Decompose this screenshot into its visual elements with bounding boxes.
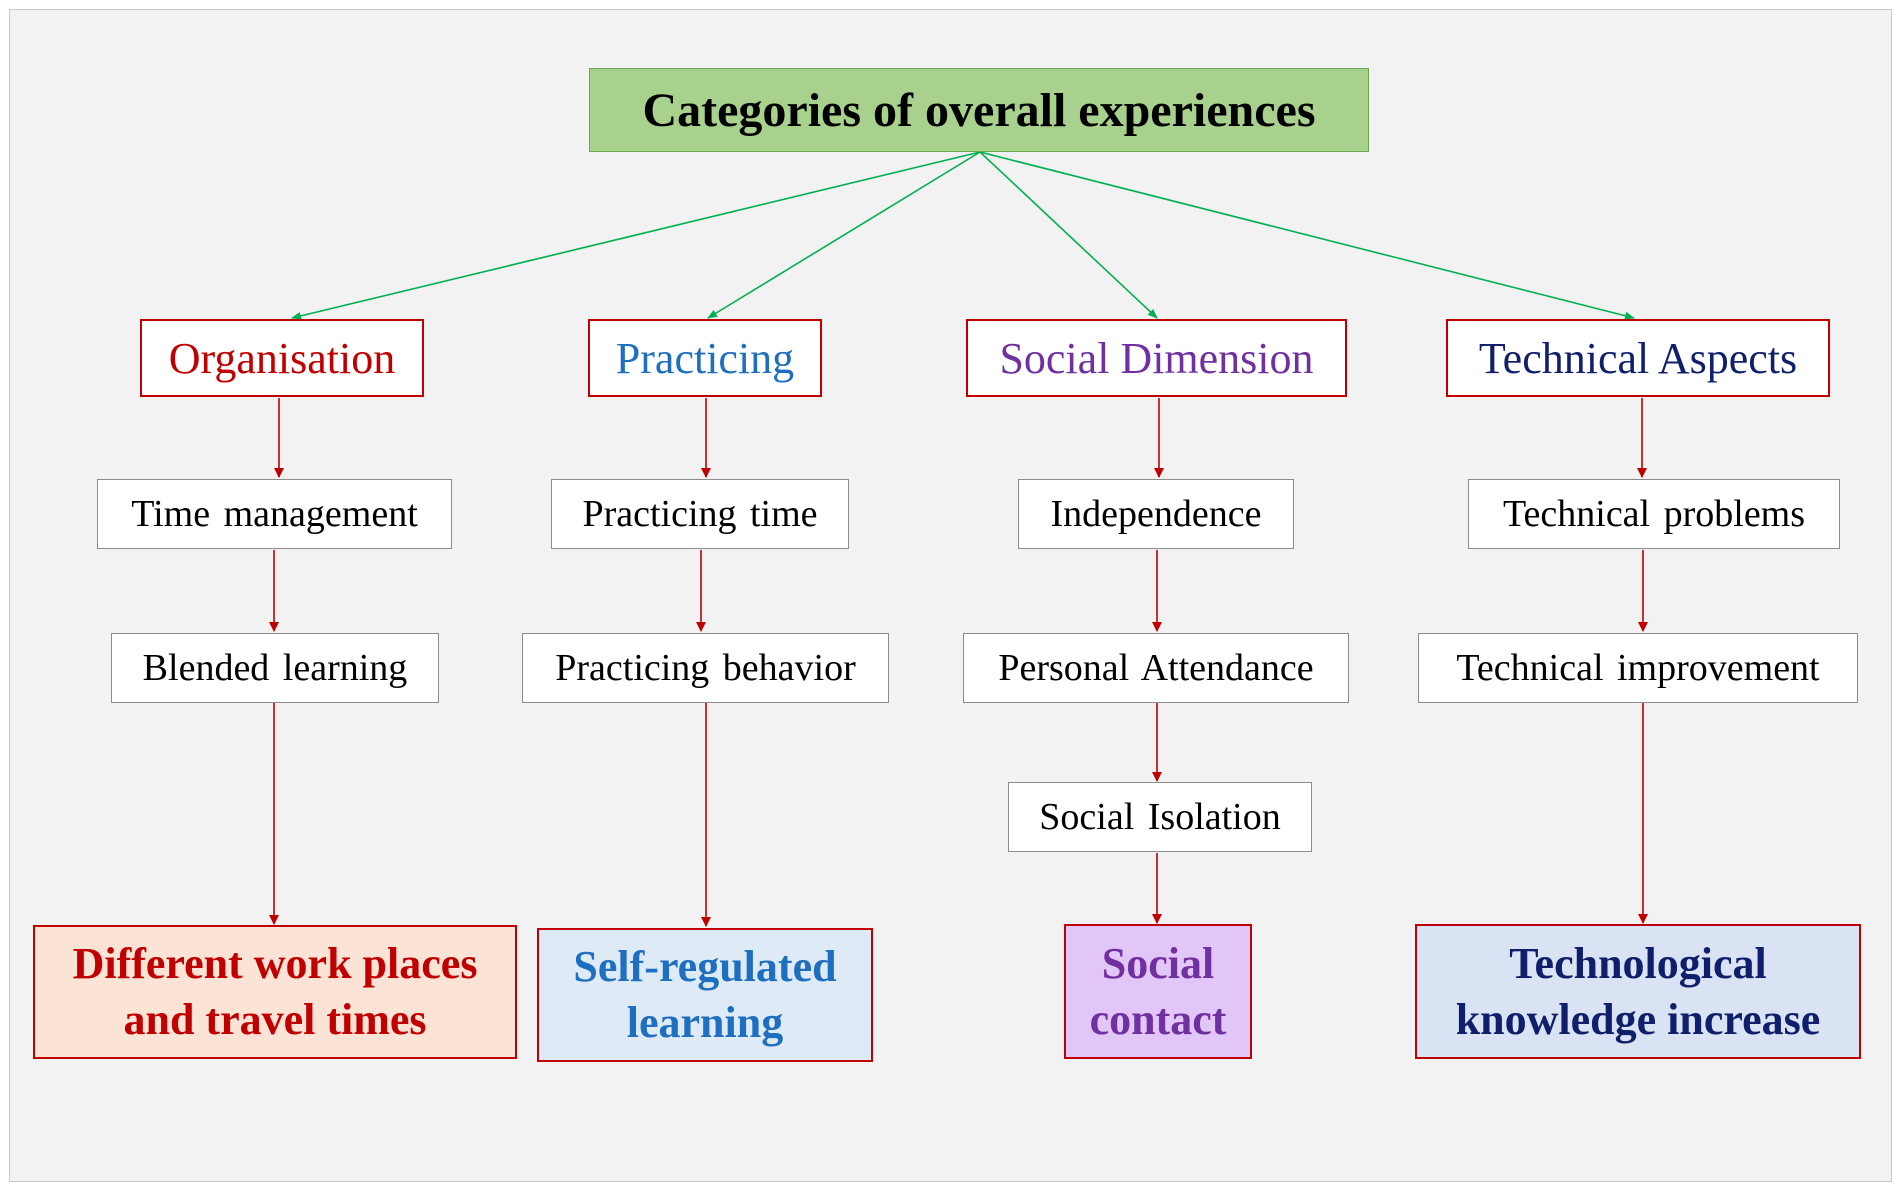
step-label: Time management (131, 493, 418, 535)
outcome-line-1: Technological (1509, 938, 1767, 988)
step-practicing-behavior: Practicing behavior (522, 633, 889, 703)
category-technical-aspects: Technical Aspects (1446, 319, 1830, 397)
arrow-root-to-technical-aspects (979, 151, 1635, 320)
root-label: Categories of overall experiences (642, 83, 1316, 137)
step-label: Practicing time (582, 493, 818, 535)
step-blended-learning: Blended learning (111, 633, 439, 703)
outcome-line-2: learning (626, 998, 784, 1047)
outcome-line-1: Different work places (72, 939, 478, 988)
step-label: Blended learning (142, 647, 408, 689)
outcome-line-1: Self-regulated (573, 942, 837, 991)
step-label: Practicing behavior (555, 647, 856, 689)
outcome-line-2: knowledge increase (1455, 994, 1821, 1044)
category-social-dimension: Social Dimension (966, 319, 1347, 397)
category-organisation: Organisation (140, 319, 424, 397)
step-label: Personal Attendance (998, 647, 1314, 689)
step-personal-attendance: Personal Attendance (963, 633, 1349, 703)
step-label: Social Isolation (1039, 796, 1281, 838)
step-label: Technical improvement (1456, 647, 1820, 689)
root-node: Categories of overall experiences (589, 68, 1369, 152)
step-technical-problems: Technical problems (1468, 479, 1840, 549)
step-label: Technical problems (1502, 493, 1806, 535)
arrow-root-to-practicing (707, 151, 981, 319)
arrow-root-to-organisation (291, 151, 981, 320)
outcome-line-2: contact (1089, 994, 1227, 1044)
step-technical-improvement: Technical improvement (1418, 633, 1858, 703)
category-social-dimension-label: Social Dimension (999, 333, 1314, 383)
step-social-isolation: Social Isolation (1008, 782, 1312, 852)
category-practicing-label: Practicing (615, 333, 795, 383)
category-practicing: Practicing (588, 319, 822, 397)
step-label: Independence (1050, 493, 1262, 535)
arrow-root-to-social-dimension (979, 151, 1158, 319)
category-technical-aspects-label: Technical Aspects (1478, 333, 1798, 383)
category-organisation-label: Organisation (168, 333, 396, 383)
step-practicing-time: Practicing time (551, 479, 849, 549)
outcome-self-regulated-learning: Self-regulated learning (537, 928, 873, 1062)
step-independence: Independence (1018, 479, 1294, 549)
outcome-line-1: Social (1101, 938, 1215, 988)
outcome-line-2: and travel times (123, 995, 427, 1044)
outcome-work-places-travel: Different work places and travel times (33, 925, 517, 1059)
outcome-technological-knowledge: Technological knowledge increase (1415, 924, 1861, 1059)
step-time-management: Time management (97, 479, 452, 549)
outcome-social-contact: Social contact (1064, 924, 1252, 1059)
